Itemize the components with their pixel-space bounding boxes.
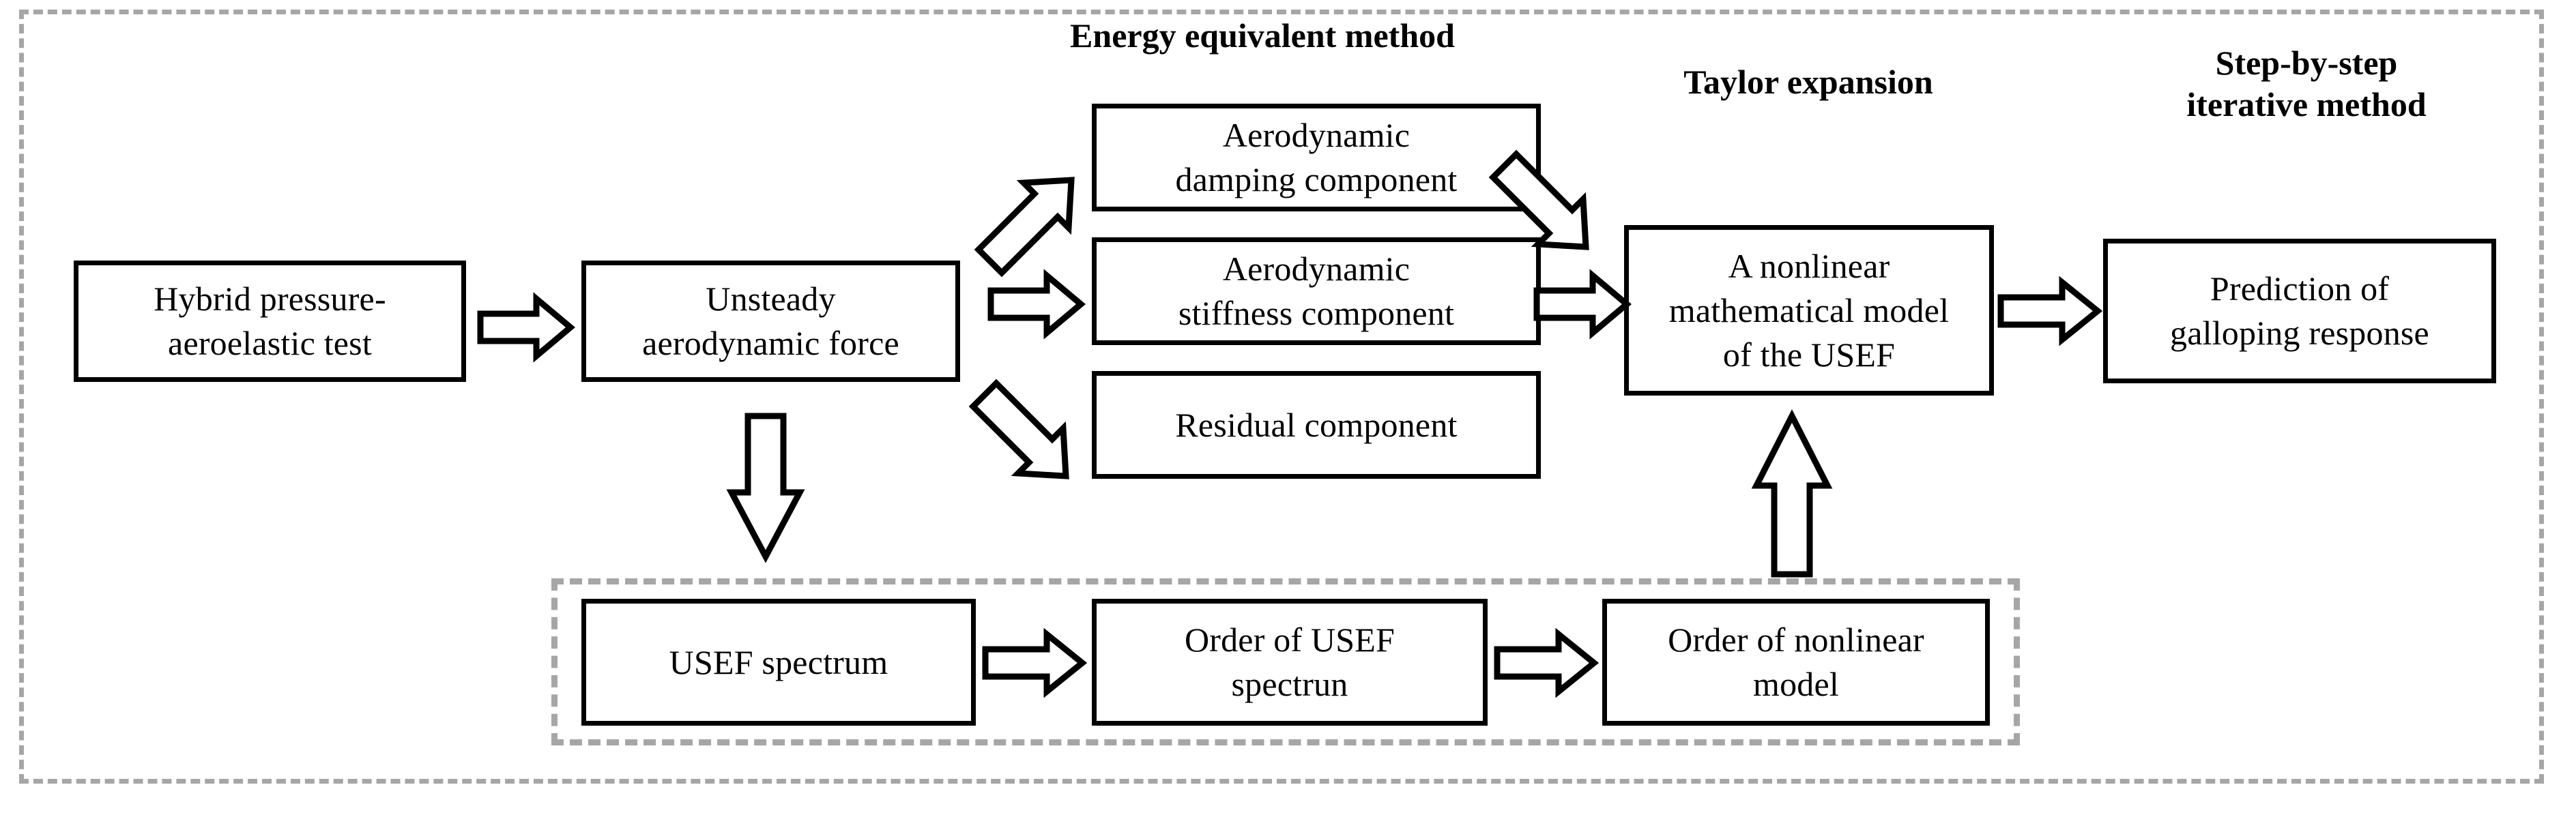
arrow-order-spectrum-to-order-model bbox=[1494, 627, 1600, 698]
node-label: Hybrid pressure-aeroelastic test bbox=[154, 280, 386, 362]
arrow-damping-to-model bbox=[1488, 147, 1612, 270]
arrow-model-to-prediction bbox=[1997, 276, 2103, 346]
node-label: USEF spectrum bbox=[669, 642, 888, 681]
node-usef-spectrum[interactable]: USEF spectrum bbox=[581, 599, 976, 726]
outer-dashed-frame bbox=[19, 10, 2544, 784]
arrow-test-to-force bbox=[477, 292, 575, 363]
arrow-order-model-to-model bbox=[1751, 409, 1833, 581]
heading-energy-equivalent-method: Energy equivalent method bbox=[1070, 16, 1455, 55]
arrow-force-to-damping bbox=[974, 162, 1090, 278]
inner-dashed-frame bbox=[551, 578, 2020, 745]
node-residual-component[interactable]: Residual component bbox=[1092, 371, 1541, 479]
node-hybrid-pressure-aeroelastic-test[interactable]: Hybrid pressure-aeroelastic test bbox=[74, 261, 466, 382]
arrow-force-to-usef-spectrum bbox=[725, 412, 807, 563]
arrow-force-to-residual bbox=[968, 376, 1092, 499]
heading-taylor-expansion: Taylor expansion bbox=[1683, 63, 1933, 101]
node-label: Residual component bbox=[1175, 405, 1458, 444]
arrow-usef-spectrum-to-order bbox=[982, 627, 1088, 698]
arrow-force-to-stiffness bbox=[987, 269, 1086, 340]
arrow-stiffness-to-model bbox=[1533, 269, 1632, 340]
